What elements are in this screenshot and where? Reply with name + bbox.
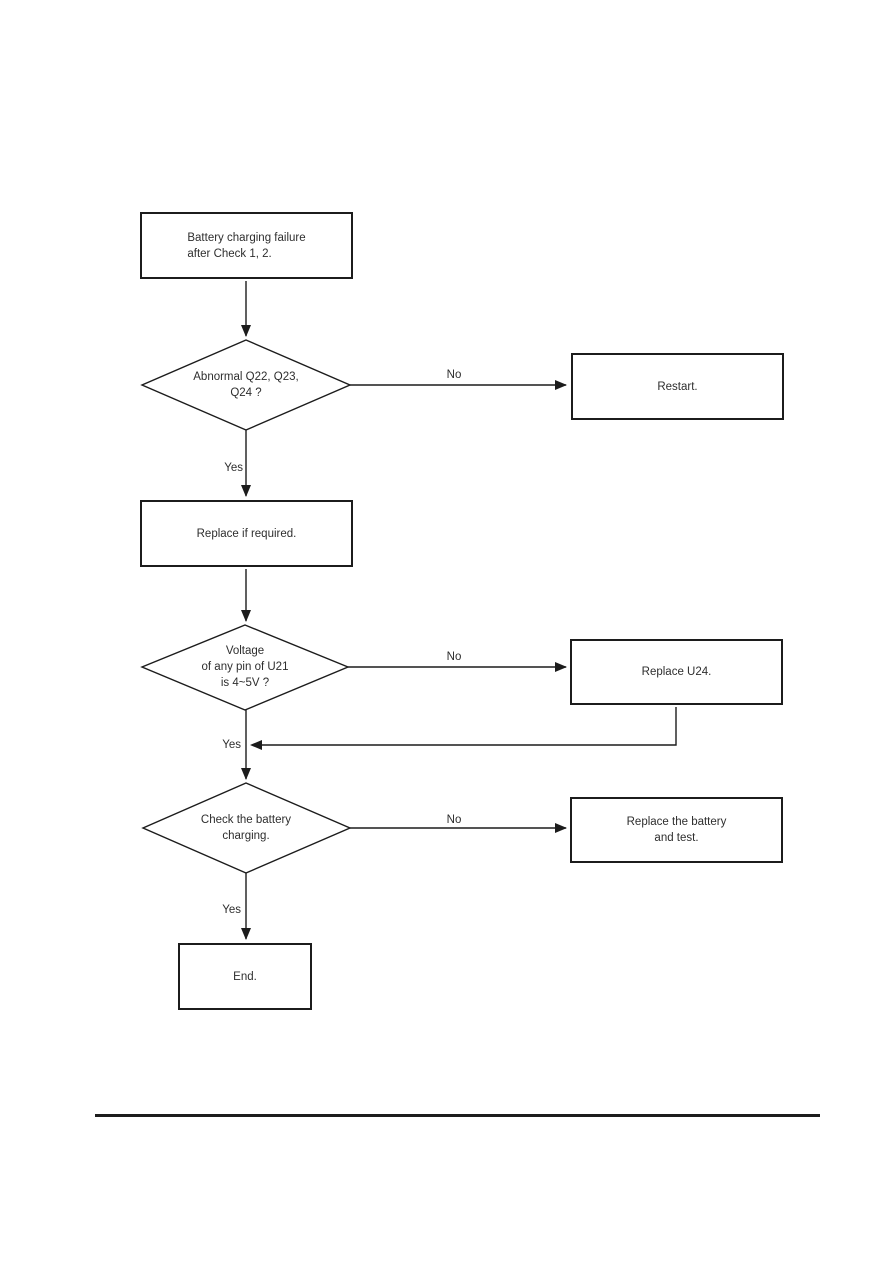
edge-replace-u24-feedback: [260, 707, 677, 746]
footer-rule: [95, 1114, 820, 1117]
decision3-label: Check the battery charging.: [146, 812, 346, 844]
replace-battery-line2: and test.: [654, 832, 699, 844]
decision1-label: Abnormal Q22, Q23, Q24 ?: [146, 369, 346, 401]
yes-label-decision1: Yes: [224, 462, 243, 474]
feedback-arrowhead: [250, 740, 262, 750]
replace-battery-line1: Replace the battery: [626, 816, 727, 828]
replace-u24-label: Replace U24.: [641, 666, 712, 678]
decision1-diamond: [140, 339, 352, 431]
decision2-diamond: [140, 624, 350, 711]
replace-u24-box: Replace U24.: [570, 639, 783, 705]
restart-box-label: Restart.: [657, 380, 698, 393]
end-box: End.: [178, 943, 312, 1010]
decision1-line2: Q24 ?: [230, 387, 262, 399]
decision2-line3: is 4~5V ?: [220, 677, 270, 689]
end-box-label: End.: [233, 970, 257, 983]
start-box-line2: after Check 1, 2.: [187, 247, 272, 260]
decision3-diamond: [141, 782, 352, 874]
start-box: Battery charging failure after Check 1, …: [140, 212, 353, 279]
decision3-line2: charging.: [222, 830, 270, 842]
replace-battery-box: Replace the battery and test.: [570, 797, 783, 863]
yes-label-decision2: Yes: [222, 739, 241, 751]
start-box-line1: Battery charging failure: [187, 231, 306, 244]
decision2-line1: Voltage: [225, 645, 265, 657]
no-label-decision2: No: [446, 651, 462, 663]
decision2-line2: of any pin of U21: [201, 661, 289, 673]
replace-required-box: Replace if required.: [140, 500, 353, 567]
yes-label-decision3: Yes: [222, 904, 241, 916]
no-label-decision3: No: [446, 814, 462, 826]
restart-box: Restart.: [571, 353, 784, 420]
no-label-decision1: No: [446, 369, 462, 381]
decision2-label: Voltage of any pin of U21 is 4~5V ?: [145, 643, 345, 691]
decision1-line1: Abnormal Q22, Q23,: [193, 371, 299, 383]
replace-required-label: Replace if required.: [196, 527, 297, 540]
decision3-line1: Check the battery: [200, 814, 292, 826]
